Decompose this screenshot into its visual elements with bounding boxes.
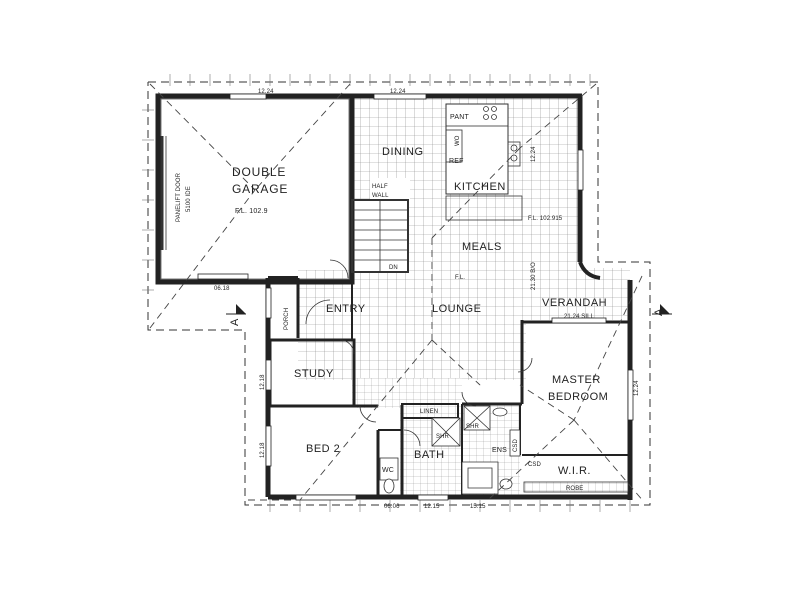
dining-label: DINING (382, 146, 424, 158)
dim-bed2-left: 12.18 (260, 442, 266, 458)
garage-label-1: DOUBLE (232, 165, 286, 179)
kitchen-bench-block (445, 103, 509, 195)
section-label-left: A (229, 318, 241, 326)
panelift-label-2: 5100 IDE (186, 186, 192, 212)
dim-right-vertical-1: 12.24 (531, 146, 537, 162)
kitchen-floor-level: F.L. 102.915 (528, 216, 563, 222)
porch-label: PORCH (284, 308, 290, 330)
section-marker-right (652, 304, 672, 315)
kitchen-fittings (445, 103, 523, 221)
section-label-right: A (653, 308, 665, 316)
garage-floor-level: F.L. 102.9 (235, 208, 268, 215)
tiled-entry-area (298, 270, 526, 380)
csd-label-2: CSD (528, 462, 542, 468)
stair-down-label: DN (389, 265, 398, 271)
master-label-2: BEDROOM (548, 391, 608, 403)
roof-eaves-outline (147, 81, 651, 506)
shower-label-1: SHR (436, 434, 450, 440)
wir-label: W.I.R. (558, 465, 591, 477)
robe-rail (523, 481, 629, 493)
half-wall-area (370, 178, 410, 202)
fridge-label: REF (449, 158, 464, 165)
dim-master-right: 12.24 (634, 380, 640, 396)
dim-bottom-3: 15.15 (470, 504, 486, 510)
ensuite-label: ENS (492, 447, 507, 454)
lounge-label: LOUNGE (432, 303, 481, 315)
door-swings (305, 259, 533, 447)
dim-right-vertical-2: 21.30 B/O (531, 262, 537, 290)
section-marker-left (226, 304, 246, 315)
garage-label-2: GARAGE (232, 182, 288, 196)
dim-study-left: 12.18 (260, 374, 266, 390)
wc-label: WC (382, 467, 394, 474)
stairs (351, 199, 409, 273)
eaves-hatching (142, 74, 631, 512)
wc-pan (383, 478, 395, 494)
dim-verandah-sill: 21.24 SILL (564, 314, 595, 320)
bed2-label: BED 2 (306, 443, 340, 455)
windows (197, 93, 634, 501)
panelift-label-1: PANELIFT DOOR (176, 172, 182, 222)
pantry-label: PANT (450, 114, 469, 121)
wall-oven-label: WO (455, 135, 461, 146)
half-wall-label-1: HALF (372, 184, 388, 190)
floor-level-label: F.L. (455, 275, 465, 281)
dim-top-2: 12.24 (390, 89, 406, 95)
master-label-1: MASTER (552, 374, 601, 386)
half-wall-label-2: WALL (372, 193, 389, 199)
dim-bottom-2: 12.15 (424, 504, 440, 510)
wet-area-fittings (379, 405, 521, 495)
kitchen-label: KITCHEN (454, 181, 506, 193)
dim-left-bottom: 06.18 (214, 286, 230, 292)
entry-label: ENTRY (326, 303, 366, 315)
robe-label: ROBE (566, 486, 583, 492)
study-label: STUDY (294, 368, 334, 380)
dim-top-1: 12.24 (258, 89, 274, 95)
linen-label: LINEN (420, 409, 438, 415)
cooktop-burner (483, 106, 489, 112)
meals-label: MEALS (462, 241, 502, 253)
csd-label-1: CSD (513, 438, 519, 452)
shower-label-2: SHR (466, 424, 480, 430)
verandah-label: VERANDAH (542, 297, 607, 309)
tiled-kitchen-east (522, 98, 578, 268)
dim-bottom-1: 06.06 (384, 504, 400, 510)
roof-hip-lines (149, 83, 645, 503)
bath-label: BATH (414, 449, 445, 461)
garage-panelift-door (160, 136, 167, 250)
tiled-verandah (522, 268, 630, 320)
